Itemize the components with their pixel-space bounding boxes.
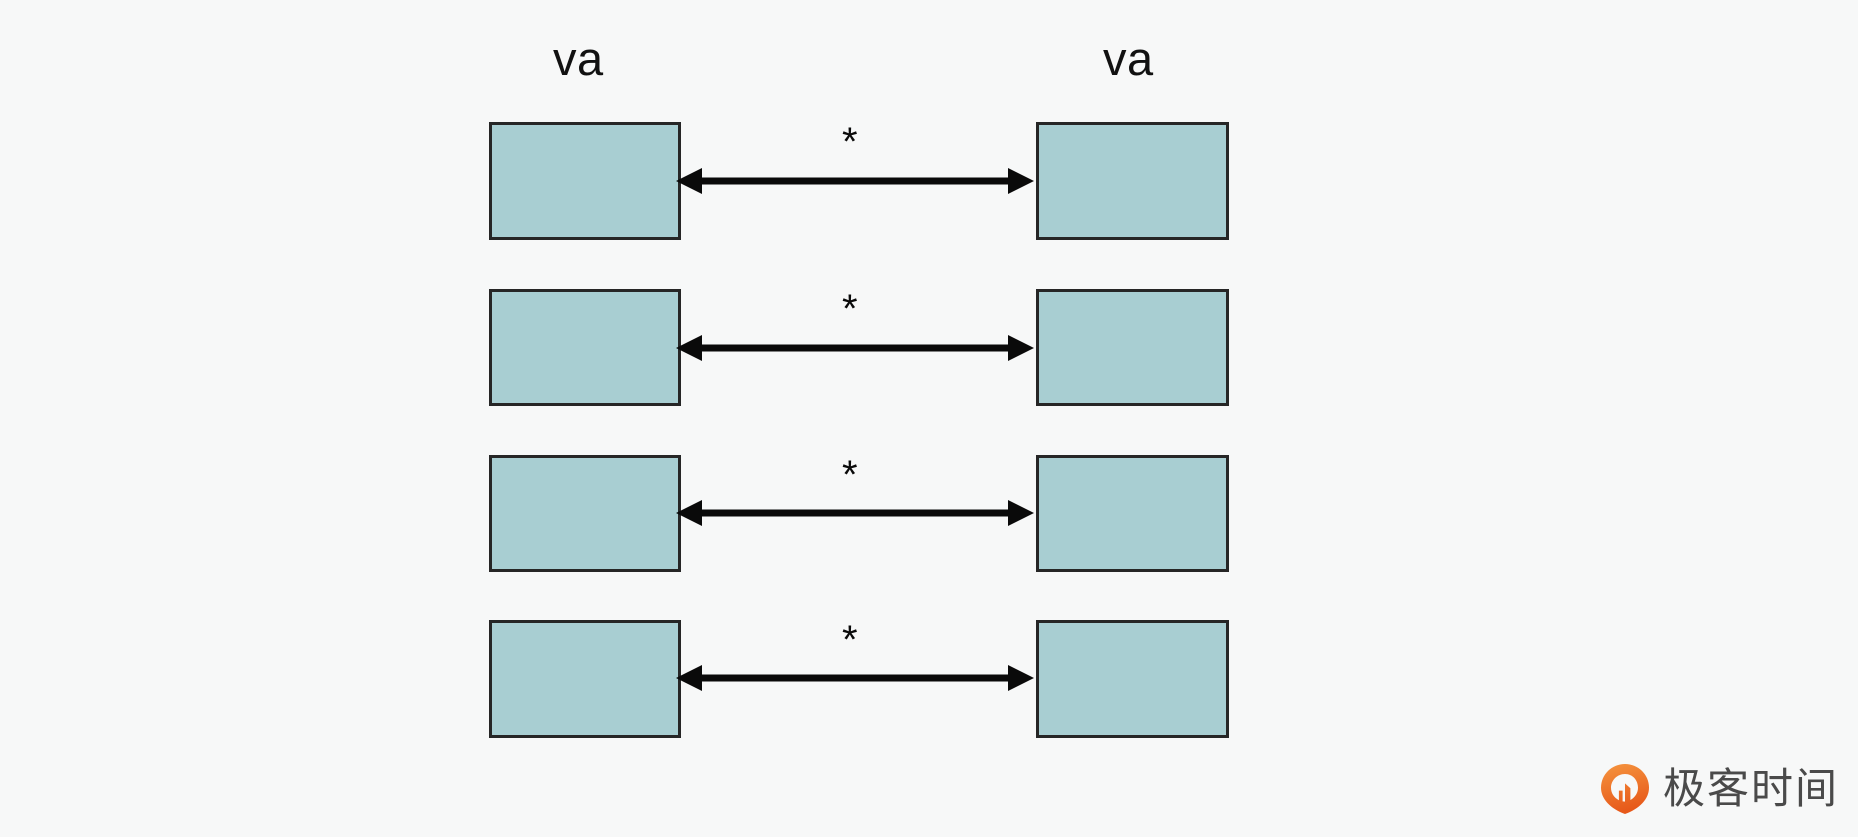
entity-box-right[interactable]	[1036, 455, 1229, 572]
relationship-connector[interactable]	[676, 166, 1034, 196]
geektime-logo-icon	[1599, 763, 1651, 815]
multiplicity-label: *	[842, 120, 858, 164]
entity-box-right[interactable]	[1036, 620, 1229, 738]
entity-box-left[interactable]	[489, 289, 681, 406]
multiplicity-label: *	[842, 453, 858, 497]
relationship-connector[interactable]	[676, 333, 1034, 363]
relationship-connector[interactable]	[676, 663, 1034, 693]
entity-box-left[interactable]	[489, 122, 681, 240]
multiplicity-label: *	[842, 287, 858, 331]
entity-box-right[interactable]	[1036, 122, 1229, 240]
watermark-text: 极客时间	[1663, 765, 1840, 812]
entity-box-left[interactable]	[489, 455, 681, 572]
column-heading-right: va	[1103, 32, 1154, 85]
entity-box-left[interactable]	[489, 620, 681, 738]
multiplicity-label: *	[842, 618, 858, 662]
column-heading-left: va	[553, 32, 604, 85]
relationship-connector[interactable]	[676, 498, 1034, 528]
entity-box-right[interactable]	[1036, 289, 1229, 406]
watermark: 极客时间	[1599, 758, 1839, 820]
